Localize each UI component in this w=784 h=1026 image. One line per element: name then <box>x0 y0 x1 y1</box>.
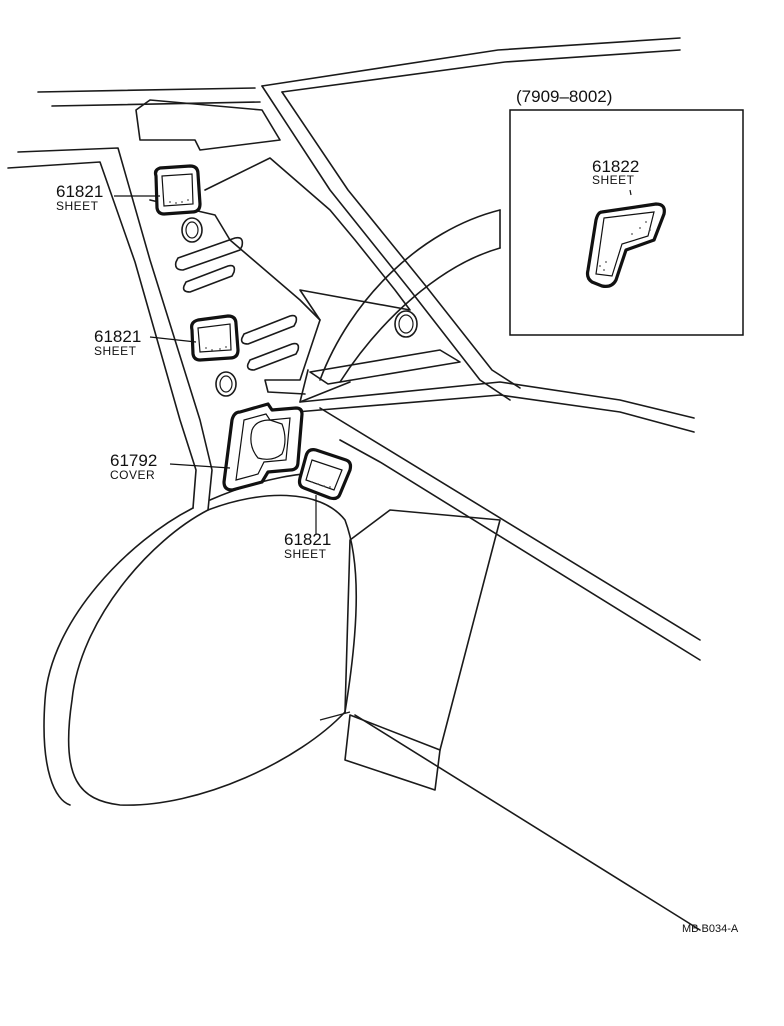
part-number: 61792 <box>110 451 157 470</box>
sheet-part-middle <box>190 314 240 362</box>
part-name: SHEET <box>592 173 635 187</box>
label-sheet-lower: 61821 SHEET <box>284 530 331 561</box>
part-name: SHEET <box>94 344 137 358</box>
sheet-part-top <box>153 164 202 216</box>
part-number: 61821 <box>94 327 141 346</box>
part-number: 61821 <box>56 182 103 201</box>
inset-box <box>509 109 744 336</box>
label-sheet-middle: 61821 SHEET <box>94 327 141 358</box>
label-sheet-top: 61821 SHEET <box>56 182 103 213</box>
part-name: SHEET <box>284 547 327 561</box>
label-cover: 61792 COVER <box>110 451 157 482</box>
part-name: COVER <box>110 468 155 482</box>
detail-arrow <box>299 209 501 403</box>
body-outline <box>7 37 701 931</box>
cover-part <box>222 402 304 492</box>
inset-period-label: (7909–8002) <box>516 87 612 106</box>
sheet-part-lower <box>297 448 353 501</box>
leader-lines <box>114 195 317 534</box>
part-number: 61821 <box>284 530 331 549</box>
part-name: SHEET <box>56 199 99 213</box>
part-number: 61822 <box>592 157 639 176</box>
label-sheet-inset: 61822 SHEET <box>592 157 639 187</box>
drawing-code: MB B034-A <box>682 923 739 935</box>
panel-features <box>174 217 461 397</box>
